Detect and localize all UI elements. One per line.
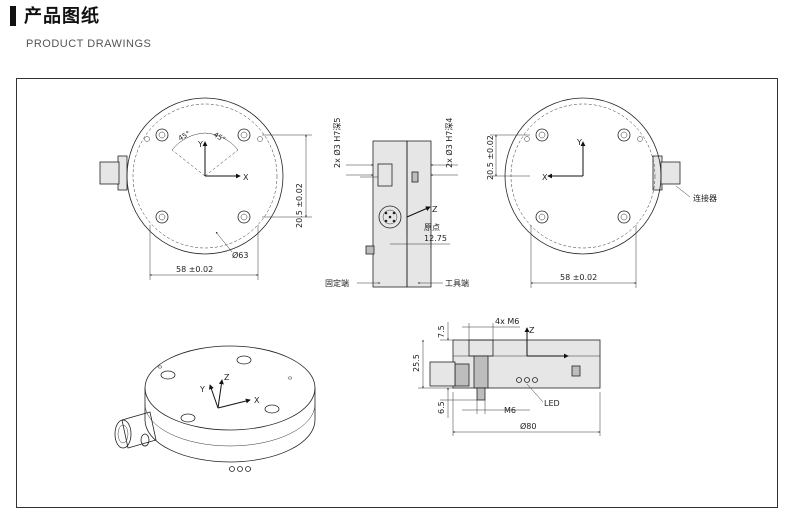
dim-width-left: 58 ±0.02 <box>176 265 213 274</box>
iso-y-arrow <box>209 384 219 409</box>
dim-6-5: 6.5 <box>437 401 446 414</box>
x-axis-label-r: X <box>542 173 548 182</box>
side-pin-left <box>365 245 375 255</box>
page-subtitle: PRODUCT DRAWINGS <box>26 38 152 50</box>
mount-hole-br-r <box>617 210 631 224</box>
mount-hole-br <box>237 210 251 224</box>
iso-hole-1 <box>160 370 176 380</box>
section-z-label: Z <box>529 326 535 335</box>
dim-7-5: 7.5 <box>437 325 446 338</box>
mount-hole-tr <box>237 128 251 142</box>
mount-hole-tl-r <box>535 128 549 142</box>
pin-hole-right <box>257 136 263 142</box>
iso-led-3 <box>245 466 251 472</box>
bolt-circle <box>132 103 278 249</box>
iso-connector <box>121 411 157 449</box>
iso-hole-2 <box>236 355 252 365</box>
iso-side-wall <box>144 388 316 463</box>
iso-z-label: Z <box>224 373 230 382</box>
mount-hole-bl <box>155 210 169 224</box>
mount-hole-tr-r <box>617 128 631 142</box>
label-tool-end: 工具端 <box>445 278 469 288</box>
side-view-middle: Z 原点 2x Ø3 H7深5 2x Ø3 H7深4 12.75 固定端 工具端 <box>325 118 469 289</box>
iso-led-1 <box>229 466 235 472</box>
side-connector <box>378 205 402 229</box>
dim-hole-left: 2x Ø3 H7深5 <box>332 118 342 169</box>
dim-height-right: 20.5 ±0.02 <box>486 135 495 180</box>
label-led: LED <box>544 399 560 408</box>
iso-x-arrow <box>217 398 251 409</box>
side-slot <box>377 163 393 187</box>
iso-hole-3 <box>264 404 280 414</box>
x-axis-label: X <box>243 173 249 182</box>
section-connector <box>429 361 456 387</box>
dim-diameter-section: Ø80 <box>520 421 536 431</box>
dim-thread-bottom: M6 <box>504 406 516 415</box>
z-axis-label-side: Z <box>432 205 438 214</box>
dim-thread-top: 4x M6 <box>495 317 519 326</box>
outer-ring <box>126 97 284 255</box>
section-bolt <box>473 355 489 389</box>
drawing-frame <box>16 78 778 508</box>
y-axis-label-r: Y <box>576 138 582 147</box>
dim-height-left: 20.5 ±0.02 <box>295 183 304 228</box>
dim-hole-right: 2x Ø3 H7深4 <box>444 118 454 169</box>
connector-right-body <box>660 161 681 185</box>
front-view-left: 45° 45° Y X 20.5 ±0.02 58 ±0.02 Ø63 <box>99 97 312 280</box>
isometric-view: X Y Z <box>114 345 316 472</box>
dim-diameter-left: Ø63 <box>232 250 248 260</box>
connector-left-body <box>99 161 120 185</box>
label-connector: 连接器 <box>693 193 717 203</box>
title-accent-bar <box>10 6 16 26</box>
angle-right-label: 45° <box>212 131 227 144</box>
origin-label: 原点 <box>424 223 440 232</box>
iso-hole-4 <box>180 413 196 423</box>
page-title: 产品图纸 <box>24 6 100 27</box>
mount-hole-bl-r <box>535 210 549 224</box>
iso-y-label: Y <box>199 385 205 394</box>
iso-z-arrow <box>217 379 224 409</box>
side-pin-right <box>411 171 419 183</box>
fixed-end-plate <box>372 140 408 288</box>
section-view: Z 4x M6 7.5 25.5 6.5 M6 LED Ø80 <box>412 317 601 436</box>
front-view-right: Y X 20.5 ±0.02 58 ±0.02 连接器 <box>486 97 717 288</box>
mount-hole-tl <box>155 128 169 142</box>
iso-top-face <box>144 345 316 431</box>
angle-left-label: 45° <box>177 130 192 143</box>
dim-offset: 12.75 <box>424 234 447 243</box>
tool-end-plate <box>406 140 432 288</box>
dim-25-5: 25.5 <box>412 354 421 372</box>
z-axis-arrow-side <box>406 206 431 218</box>
y-axis-label: Y <box>197 140 203 149</box>
iso-x-label: X <box>254 396 260 405</box>
iso-led-2 <box>237 466 243 472</box>
pin-hole-left <box>144 136 150 142</box>
label-fixed-end: 固定端 <box>325 278 349 288</box>
dim-width-right: 58 ±0.02 <box>560 273 597 282</box>
